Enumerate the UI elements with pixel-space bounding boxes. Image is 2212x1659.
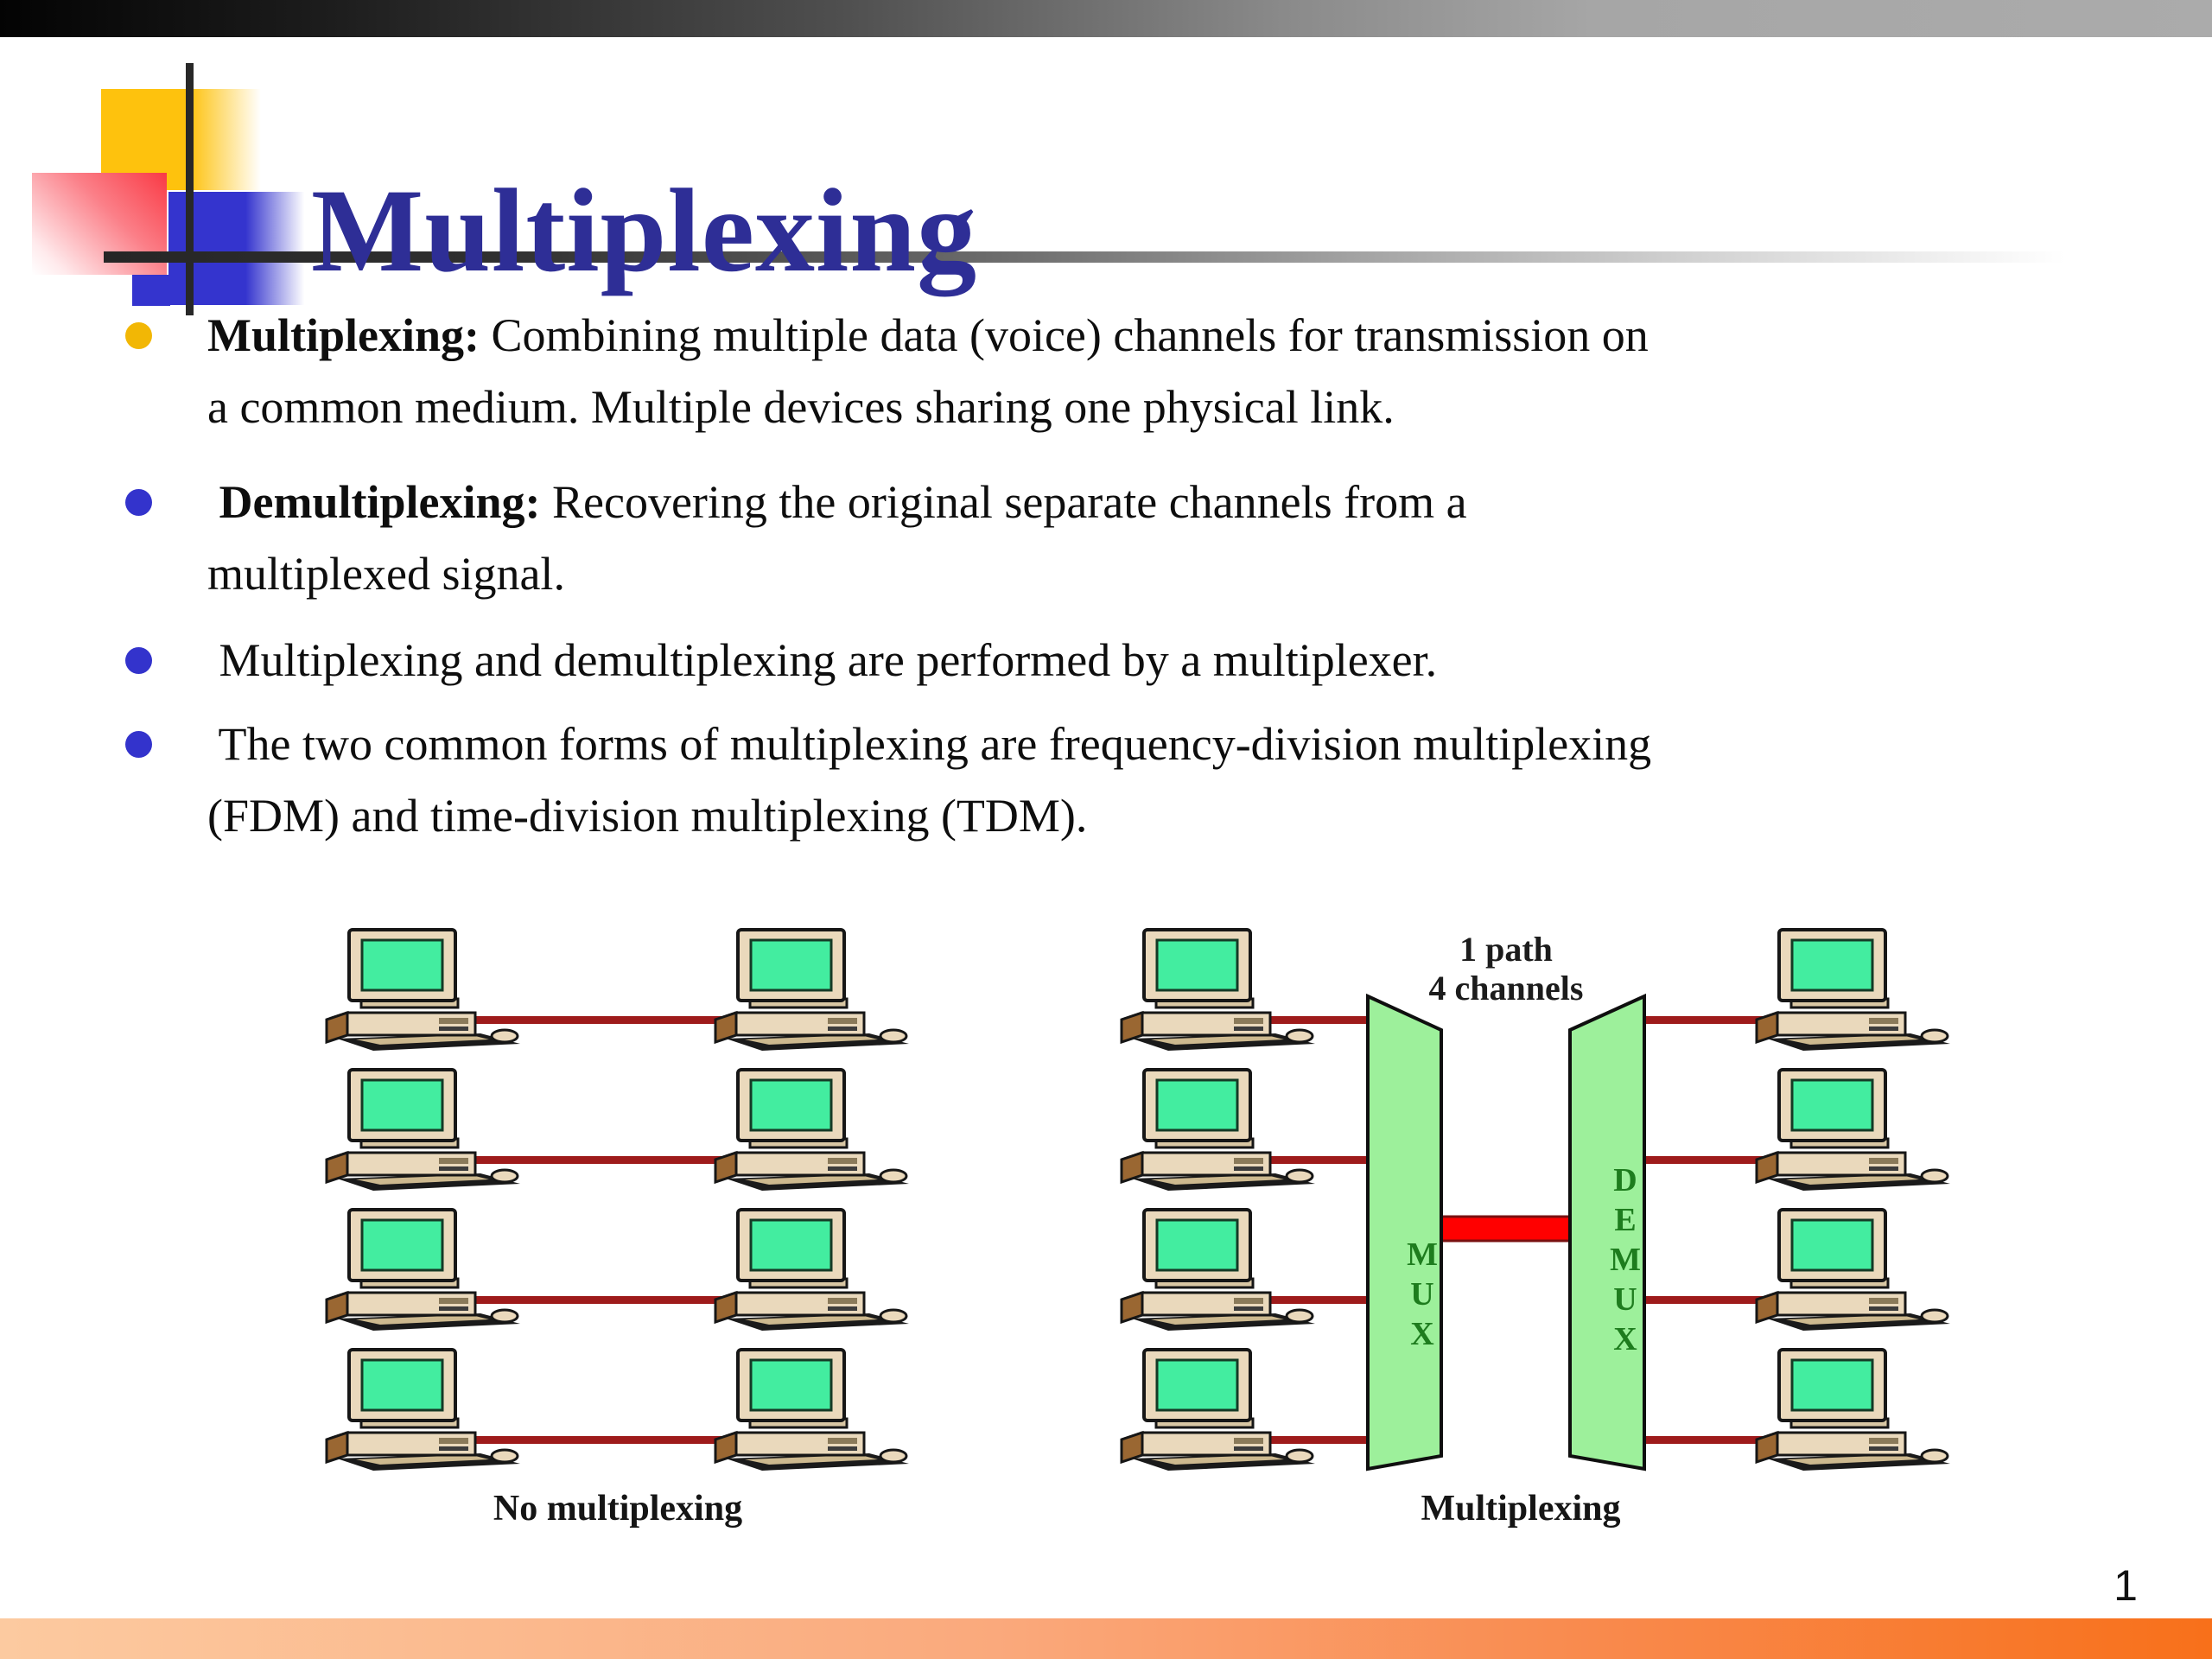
bullet-text-line: Multiplexing and demultiplexing are perf… <box>207 634 1438 686</box>
computer-icon <box>325 1348 522 1472</box>
channel-cable <box>467 1156 778 1164</box>
computer-icon <box>714 1068 911 1192</box>
bullet-text-line: Demultiplexing: Recovering the original … <box>207 476 1467 528</box>
no-multiplexing-caption: No multiplexing <box>493 1489 743 1529</box>
demux-label: DEMUX <box>1607 1162 1643 1361</box>
computer-icon <box>1755 1208 1952 1332</box>
channel-cable <box>1257 1296 1370 1304</box>
channel-cable <box>1643 1156 1820 1164</box>
channel-cable <box>1257 1436 1370 1444</box>
channel-cable <box>1643 1436 1820 1444</box>
page-number: 1 <box>2113 1561 2138 1610</box>
title-underline <box>104 251 2126 263</box>
bullet-text-line: a common medium. Multiple devices sharin… <box>207 381 1395 433</box>
bullet-dot <box>125 647 152 674</box>
computer-icon <box>1120 1348 1317 1472</box>
computer-icon <box>325 1068 522 1192</box>
bullet-dot <box>125 322 152 349</box>
mux-shape <box>1366 993 1443 1471</box>
computer-icon <box>1755 1068 1952 1192</box>
channel-cable <box>1257 1156 1370 1164</box>
decoration-vertical-line <box>186 63 194 315</box>
computer-icon <box>714 1348 911 1472</box>
bullet-text-line: The two common forms of multiplexing are… <box>207 718 1652 770</box>
computer-icon <box>1120 1068 1317 1192</box>
mux-label: MUX <box>1404 1236 1440 1356</box>
trunk-link <box>1440 1215 1572 1243</box>
path-channels-annotation: 1 path 4 channels <box>1428 930 1584 1007</box>
channel-cable <box>1643 1296 1820 1304</box>
computer-icon <box>325 928 522 1052</box>
channel-cable <box>1257 1016 1370 1024</box>
computer-icon <box>1755 1348 1952 1472</box>
channel-cable <box>467 1436 778 1444</box>
bullet-text-line: multiplexed signal. <box>207 548 565 600</box>
channel-cable <box>467 1296 778 1304</box>
bullet-dot <box>125 489 152 516</box>
decoration-blue-notch <box>132 275 170 306</box>
computer-icon <box>1755 928 1952 1052</box>
page-title: Multiplexing <box>311 164 978 297</box>
computer-icon <box>714 1208 911 1332</box>
computer-icon <box>1120 1208 1317 1332</box>
bullet-dot <box>125 731 152 758</box>
demux-shape <box>1568 993 1646 1471</box>
bullet-text-line: Multiplexing: Combining multiple data (v… <box>207 309 1649 361</box>
bullet-text-line: (FDM) and time-division multiplexing (TD… <box>207 790 1088 842</box>
computer-icon <box>325 1208 522 1332</box>
channel-cable <box>467 1016 778 1024</box>
computer-icon <box>714 928 911 1052</box>
multiplexing-caption: Multiplexing <box>1421 1489 1621 1529</box>
bottom-gradient-bar <box>0 1618 2212 1659</box>
top-gradient-bar <box>0 0 2212 37</box>
channel-cable <box>1643 1016 1820 1024</box>
